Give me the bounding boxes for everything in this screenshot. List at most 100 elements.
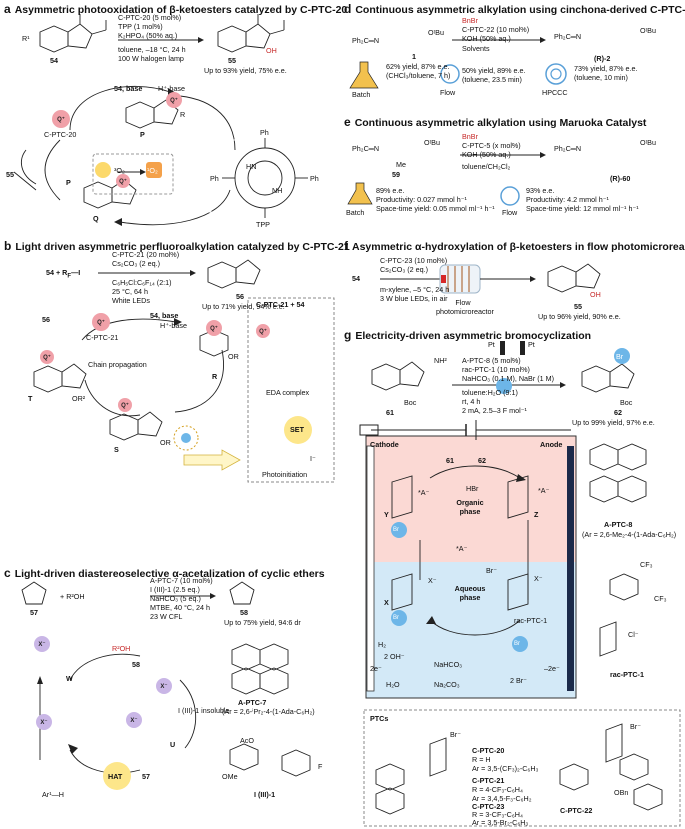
n62-cell: 62: [478, 456, 486, 465]
cond-b2: Cs₂CO₃ (2 eq.): [112, 259, 161, 268]
br-minus-c22: Br⁻: [630, 722, 641, 731]
quat-ammonium-icon: Q⁺: [166, 92, 182, 108]
cond-a4: toluene, –18 °C, 24 h: [118, 45, 186, 54]
label-q: Q: [93, 214, 99, 223]
ome-label: OMe: [222, 772, 238, 781]
two-oh: 2 OH⁻: [384, 652, 405, 661]
a-ptc8-ar: (Ar = 2,6-Me₂-4-(1-Ada-C₆H₂): [582, 530, 677, 539]
label-x: X: [384, 598, 389, 607]
batch-sty-e: Space-time yield: 0.05 mmol ml⁻¹ h⁻¹: [376, 204, 495, 213]
hbr-label: HBr: [466, 484, 479, 493]
panel-c-graphics: [21, 581, 311, 790]
x-anion-icon: X⁻: [36, 714, 52, 730]
cf3-right: CF₃: [654, 594, 667, 603]
cond-c4: MTBE, 40 °C, 24 h: [150, 603, 210, 612]
hat-label: HAT: [108, 772, 123, 781]
aco-label: AcO: [240, 736, 254, 745]
x-anion-icon: X⁻: [34, 636, 50, 652]
ph2cn-d: Ph₂C═N: [352, 36, 380, 45]
panel-e-graphics: [347, 152, 546, 206]
panel-f-graphics: [380, 263, 601, 294]
substrate-54: 54: [50, 56, 58, 65]
cond-g1: A-PTC-8 (5 mol%): [462, 356, 521, 365]
o2-singlet: ¹O₂: [147, 166, 158, 175]
cond-e2: KOH (50% aq.): [462, 150, 511, 159]
oh-label: OH: [266, 46, 277, 55]
chain-label: Chain propagation: [88, 360, 147, 369]
or-s: OR: [160, 438, 171, 447]
batch-yield-e: 89% e.e.: [376, 186, 405, 195]
cond-b4: 25 °C, 64 h: [112, 287, 149, 296]
cat-c-name: A-PTC-7: [238, 698, 267, 707]
base-label-a: 54, base: [114, 84, 143, 93]
two-br: 2 Br⁻: [510, 676, 527, 685]
a-minus-y: *A⁻: [418, 488, 430, 497]
panel-b-graphics: [33, 259, 335, 483]
label-t: T: [28, 394, 33, 403]
yield-a: Up to 93% yield, 75% e.e.: [204, 66, 287, 75]
label-p2: P: [66, 178, 71, 187]
batch-result: 62% yield, 87% e.e.: [386, 62, 450, 71]
label-u: U: [170, 740, 176, 749]
product-58: 58: [240, 608, 248, 617]
x-minus-rac: X⁻: [534, 574, 543, 583]
quat-ammonium-icon: Q⁺: [92, 313, 110, 331]
br-minus: Br⁻: [486, 566, 497, 575]
cond-e1: C-PTC-5 (x mol%): [462, 141, 521, 150]
batch-label-d: Batch: [352, 90, 371, 99]
c21-ar: Ar = 3,4,5-F₃-C₆H₂: [472, 794, 532, 803]
rac-ptc1-label: rac-PTC-1: [610, 670, 644, 679]
otbu-d2: OᵗBu: [640, 26, 656, 35]
na2co3-label: Na₂CO₃: [434, 680, 460, 689]
br2-x: Br: [393, 615, 399, 621]
arh-label: Ar¹—H: [42, 790, 64, 799]
ptcs-label: PTCs: [370, 714, 389, 723]
hbase-a: H⁺-base: [158, 84, 185, 93]
o2-triplet: ³O₂: [114, 166, 125, 175]
organic-phase: Organic phase: [456, 498, 484, 516]
cond-a5: 100 W halogen lamp: [118, 54, 184, 63]
cond-c1: A-PTC-7 (10 mol%): [150, 576, 213, 585]
c20-ar: Ar = 3,5-(CF₃)₂-C₆H₃: [472, 764, 539, 773]
product-r2: (R)-2: [594, 54, 611, 63]
yield-g: Up to 99% yield, 97% e.e.: [572, 418, 655, 427]
flow-sty-e: Space-time yield: 12 mmol ml⁻¹ h⁻¹: [526, 204, 639, 213]
cond-f1: C-PTC-23 (10 mol%): [380, 256, 448, 265]
eda-title: C-PTC-21 + 54: [256, 300, 305, 309]
product-55-f: 55: [574, 302, 582, 311]
x-anion-icon: X⁻: [126, 712, 142, 728]
flow-yield-e: 93% e.e.: [526, 186, 555, 195]
cond-a2: TPP (1 mol%): [118, 22, 163, 31]
cathode-label: Cathode: [370, 440, 399, 449]
cond-g3: NaHCO₃ (0.1 M), NaBr (1 M): [462, 374, 554, 383]
cond-d2: KOH (50% aq.): [462, 34, 511, 43]
a-minus-mid: *A⁻: [456, 544, 468, 553]
anode-label: Anode: [540, 440, 563, 449]
quat-ammonium-icon: Q⁺: [40, 350, 54, 364]
r-label-a: R: [180, 110, 186, 119]
rac-ptc1-cell: rac-PTC-1: [514, 616, 548, 625]
iodide-label: I⁻: [310, 454, 316, 463]
product-55: 55: [228, 56, 236, 65]
label-p: P: [140, 130, 145, 139]
nh-label: NH: [272, 186, 283, 195]
sub-1: 1: [412, 52, 416, 61]
c23-ar: Ar = 3,5-Br₂-C₆H₃: [472, 818, 529, 827]
hbase-b: H⁺-base: [160, 321, 187, 330]
nh2-label: NH²: [434, 356, 447, 365]
quat-ammonium-icon: Q⁺: [52, 110, 70, 128]
oh-f: OH: [590, 290, 601, 299]
quat-ammonium-icon: Q⁺: [256, 324, 270, 338]
br-62: Br: [616, 352, 624, 361]
a-minus-z: *A⁻: [538, 486, 550, 495]
cond-g4: toluene:H₂O (9:1): [462, 388, 518, 397]
otbu-e: OᵗBu: [424, 138, 440, 147]
eda-label: EDA complex: [266, 388, 310, 397]
yield-f: Up to 96% yield, 90% e.e.: [538, 312, 621, 321]
label-z: Z: [534, 510, 539, 519]
